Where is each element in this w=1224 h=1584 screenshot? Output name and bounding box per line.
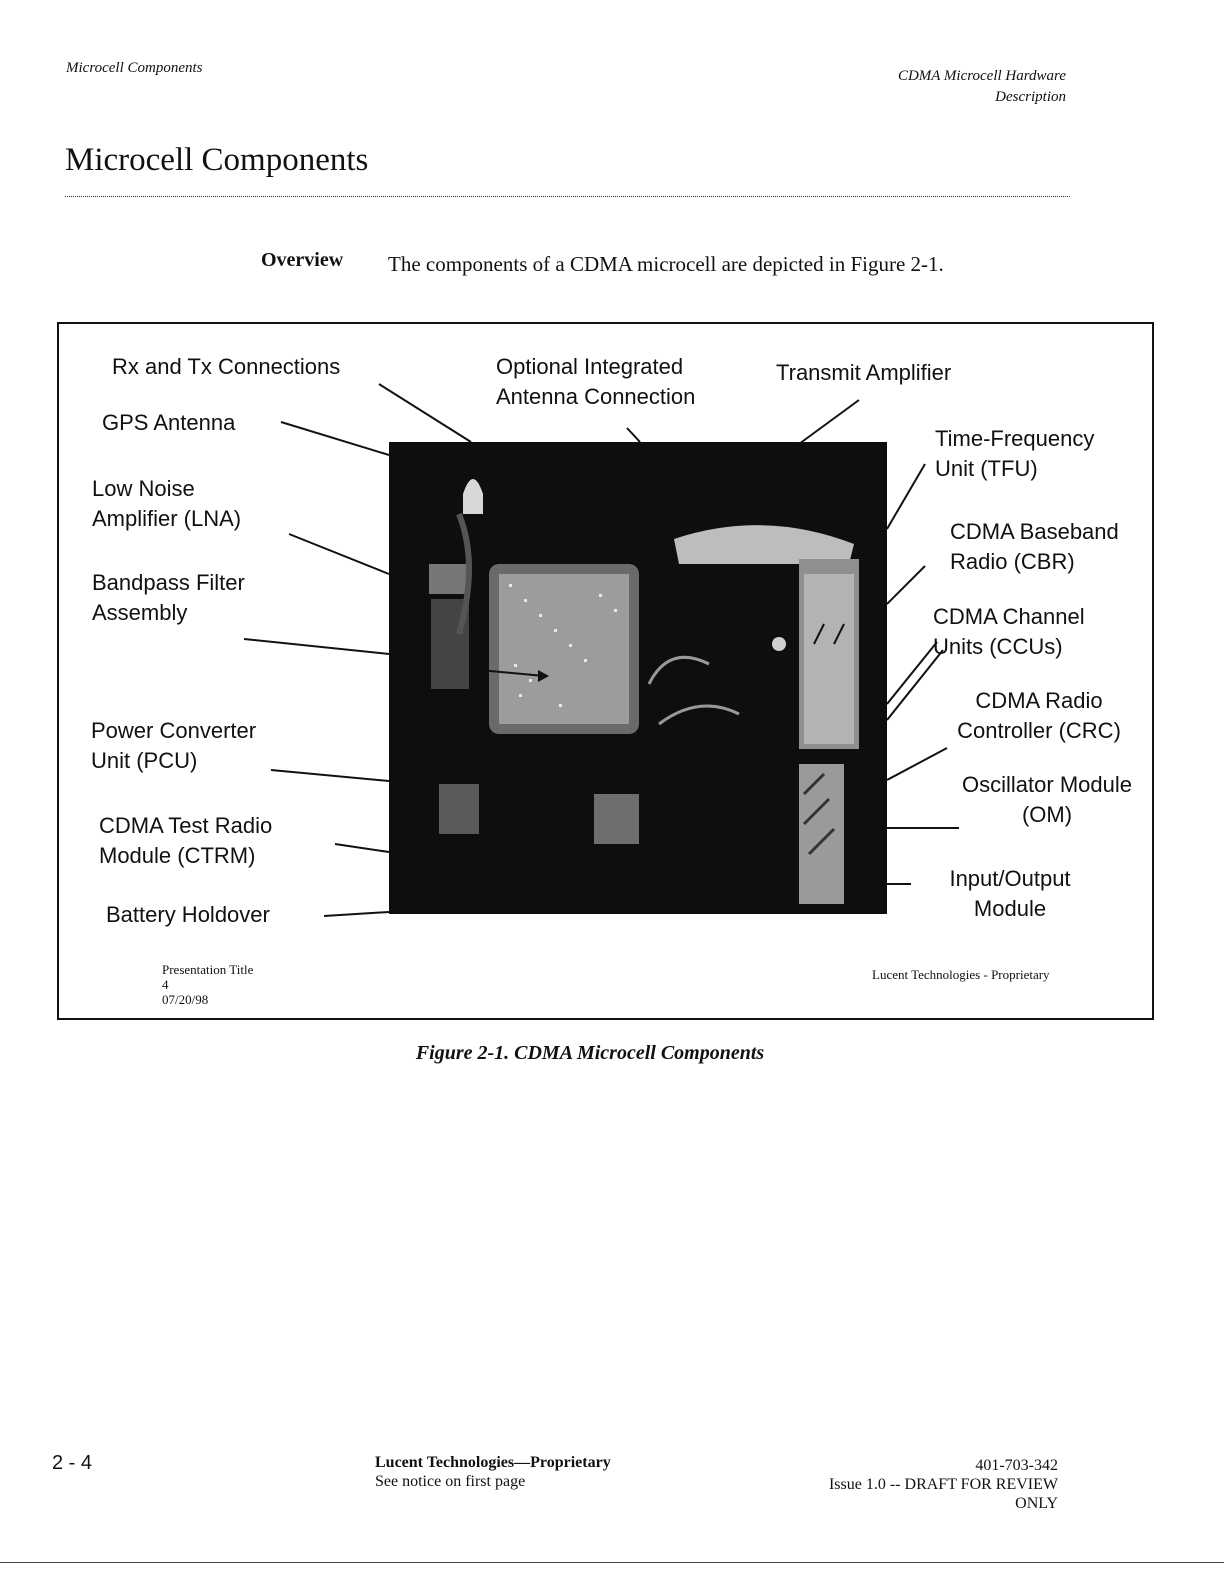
leader-pcu <box>270 769 390 782</box>
footer-only: ONLY <box>1015 1495 1058 1512</box>
label-tfu-line2: Unit (TFU) <box>935 456 1038 481</box>
footer-notice: See notice on first page <box>375 1473 526 1490</box>
label-ctrm: CDMA Test Radio Module (CTRM) <box>99 811 272 871</box>
figure-caption: Figure 2-1. CDMA Microcell Components <box>415 1042 765 1064</box>
label-bpf-line1: Bandpass Filter <box>92 570 245 595</box>
label-oscillator-module: Oscillator Module (OM) <box>947 770 1147 830</box>
leader-optional-antenna <box>626 427 641 443</box>
leader-gps <box>280 421 390 456</box>
label-pcu-line2: Unit (PCU) <box>91 748 198 773</box>
label-tfu-line1: Time-Frequency <box>935 426 1095 451</box>
leader-lna <box>288 533 390 575</box>
label-ccu-line2: Units (CCUs) <box>933 634 1063 659</box>
label-ctrm-line2: Module (CTRM) <box>99 843 256 868</box>
leader-ccu-2 <box>886 649 944 721</box>
overview-text: The components of a CDMA microcell are d… <box>388 252 944 276</box>
leader-rx-tx <box>378 383 472 443</box>
leader-transmit-amp <box>798 399 860 445</box>
footer-issue: Issue 1.0 -- DRAFT FOR REVIEW <box>828 1476 1058 1493</box>
label-cbr: CDMA Baseband Radio (CBR) <box>950 517 1119 577</box>
title-divider <box>65 196 1070 197</box>
label-gps-antenna: GPS Antenna <box>102 410 236 435</box>
label-ctrm-line1: CDMA Test Radio <box>99 813 273 838</box>
slide-footer-date: 07/20/98 <box>162 992 209 1007</box>
label-optional-antenna: Optional Integrated Antenna Connection <box>496 352 695 412</box>
slide-footer-left: Presentation Title 4 07/20/98 <box>162 962 253 1007</box>
footer-center: Lucent Technologies—Proprietary See noti… <box>375 1453 611 1491</box>
label-io-module: Input/Output Module <box>925 864 1095 924</box>
label-lna-line1: Low Noise <box>92 476 195 501</box>
slide-footer-title: Presentation Title <box>162 962 254 977</box>
label-pcu: Power Converter Unit (PCU) <box>91 716 256 776</box>
label-io-line1: Input/Output <box>949 866 1071 891</box>
leader-ctrm <box>334 843 390 853</box>
leader-tfu <box>886 463 926 530</box>
running-header-right-line1: CDMA Microcell Hardware <box>897 68 1066 84</box>
leader-ccu-1 <box>886 641 938 705</box>
figure-frame: Rx and Tx Connections GPS Antenna Low No… <box>57 322 1154 1020</box>
leader-cbr <box>886 565 926 605</box>
page-number: 2 - 4 <box>52 1452 93 1474</box>
running-header-left: Microcell Components <box>66 60 203 76</box>
label-io-line2: Module <box>973 896 1047 921</box>
label-battery-holdover: Battery Holdover <box>106 902 270 927</box>
label-om-line2: (OM) <box>1021 802 1073 827</box>
slide-footer-proprietary: Lucent Technologies - Proprietary <box>872 967 1050 982</box>
label-tfu: Time-Frequency Unit (TFU) <box>935 424 1094 484</box>
footer-doc-number: 401-703-342 <box>975 1457 1058 1474</box>
label-ccus: CDMA Channel Units (CCUs) <box>933 602 1085 662</box>
label-cbr-line2: Radio (CBR) <box>950 549 1075 574</box>
label-ccu-line1: CDMA Channel <box>933 604 1085 629</box>
label-om-line1: Oscillator Module <box>962 772 1132 797</box>
label-crc: CDMA Radio Controller (CRC) <box>939 686 1139 746</box>
label-crc-line2: Controller (CRC) <box>957 718 1121 743</box>
label-opt-line2: Antenna Connection <box>496 384 696 409</box>
label-pcu-line1: Power Converter <box>91 718 257 743</box>
label-bandpass-filter: Bandpass Filter Assembly <box>92 568 245 628</box>
footer-right: 401-703-342 Issue 1.0 -- DRAFT FOR REVIE… <box>829 1456 1058 1513</box>
label-rx-tx-connections: Rx and Tx Connections <box>112 354 341 379</box>
photo-detail <box>429 479 859 904</box>
slide-footer-number: 4 <box>162 977 169 992</box>
label-cbr-line1: CDMA Baseband <box>950 519 1119 544</box>
leader-bpf <box>243 638 390 655</box>
running-header-right: CDMA Microcell Hardware Description <box>898 66 1066 108</box>
label-lna-line2: Amplifier (LNA) <box>92 506 242 531</box>
footer-company: Lucent Technologies—Proprietary <box>375 1454 611 1471</box>
bottom-divider <box>0 1562 1224 1563</box>
overview-label: Overview <box>261 249 344 271</box>
leader-battery <box>323 911 390 917</box>
label-bpf-line2: Assembly <box>92 600 188 625</box>
leader-lines <box>243 383 959 917</box>
section-title: Microcell Components <box>65 142 369 178</box>
label-transmit-amplifier: Transmit Amplifier <box>776 360 952 385</box>
label-crc-line1: CDMA Radio <box>975 688 1103 713</box>
microcell-photo-diagram <box>243 383 959 917</box>
leader-crc <box>886 747 948 781</box>
running-header-right-line2: Description <box>995 89 1066 105</box>
label-opt-line1: Optional Integrated <box>496 354 684 379</box>
label-lna: Low Noise Amplifier (LNA) <box>92 474 241 534</box>
